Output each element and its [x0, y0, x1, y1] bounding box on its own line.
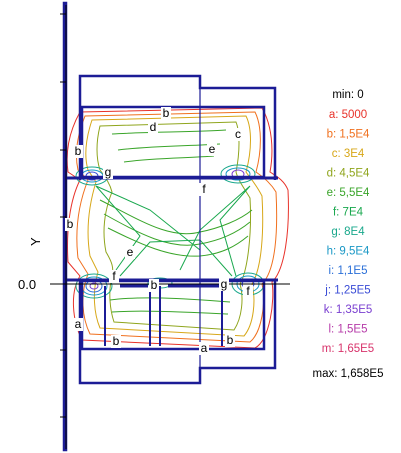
svg-text:b: b [151, 278, 158, 292]
legend-level: e: 5,5E4 [327, 187, 370, 199]
svg-text:d: d [150, 120, 157, 134]
contour-label: a [199, 341, 209, 355]
y-axis-label: Y [28, 237, 43, 246]
contour-line-f-fan [95, 185, 251, 277]
contour-label: e [125, 245, 135, 259]
legend-min: min: 0 [332, 89, 363, 101]
contour-label: f [199, 182, 209, 196]
contour-line-e-3 [109, 297, 231, 315]
legend-max: max: 1,658E5 [313, 368, 384, 380]
legend-level: g: 8E4 [331, 226, 365, 238]
hotspot-right-upper [220, 164, 256, 184]
legend-levels: a: 5000 b: 1,5E4 c: 3E4 d: 4,5E4 e: 5,5E4 f: … [322, 109, 374, 355]
svg-text:f: f [202, 182, 206, 196]
svg-text:g: g [105, 165, 112, 179]
contour-line-b [75, 111, 278, 343]
svg-text:e: e [127, 245, 134, 259]
contour-field [66, 107, 289, 349]
legend-level: a: 5000 [329, 109, 367, 121]
legend-level: l: 1,5E5 [329, 324, 368, 336]
contour-label: c [233, 127, 243, 141]
frame-upper [78, 74, 277, 180]
svg-text:b: b [67, 217, 74, 231]
legend-level: c: 3E4 [332, 148, 365, 160]
contour-label: b [73, 144, 83, 158]
svg-text:e: e [209, 142, 216, 156]
contour-label: b [149, 278, 159, 292]
svg-text:f: f [246, 284, 250, 298]
contour-label: e [207, 142, 217, 156]
contour-label: b [161, 106, 171, 120]
contour-label: a [73, 317, 83, 331]
contour-label: d [148, 120, 158, 134]
contour-label: b [65, 217, 75, 231]
contour-label: b [225, 333, 235, 347]
contour-label: b [111, 334, 121, 348]
legend-level: j: 1,25E5 [324, 285, 370, 297]
contour-line-e-2 [99, 199, 253, 257]
svg-text:b: b [113, 334, 120, 348]
legend-level: d: 4,5E4 [327, 168, 370, 180]
svg-text:c: c [235, 127, 241, 141]
svg-text:g: g [221, 277, 228, 291]
svg-text:a: a [201, 341, 208, 355]
svg-text:b: b [227, 333, 234, 347]
contour-line-a-outer [66, 107, 289, 349]
y-zero-label: 0.0 [18, 277, 36, 292]
contour-line-c [85, 115, 264, 337]
legend: min: 0 a: 5000 b: 1,5E4 c: 3E4 d: 4,5E4 e: 5… [313, 89, 384, 380]
contour-labels: b d c e b g f b [65, 106, 253, 355]
svg-text:a: a [75, 317, 82, 331]
svg-text:f: f [112, 269, 116, 283]
svg-text:b: b [75, 144, 82, 158]
legend-level: b: 1,5E4 [327, 129, 370, 141]
legend-level: i: 1,1E5 [329, 265, 368, 277]
legend-level: m: 1,65E5 [322, 343, 374, 355]
contour-label: g [103, 165, 113, 179]
contour-label: g [219, 277, 229, 291]
structure-geometry [62, 1, 278, 452]
legend-level: f: 7E4 [333, 207, 364, 219]
svg-text:b: b [163, 106, 170, 120]
contour-label: f [243, 284, 253, 298]
frame-lower [78, 280, 277, 385]
legend-level: k: 1,35E5 [324, 304, 373, 316]
legend-level: h: 9,5E4 [327, 246, 370, 258]
contour-label: f [109, 269, 119, 283]
